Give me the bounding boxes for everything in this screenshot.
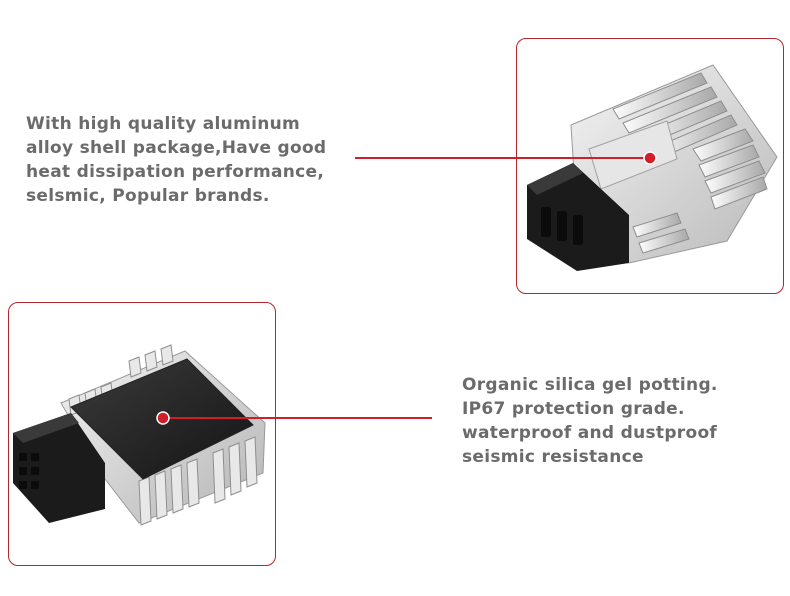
feature-line: waterproof and dustproof	[462, 423, 718, 443]
feature-line: IP67 protection grade.	[462, 399, 685, 419]
feature-line: selsmic, Popular brands.	[26, 186, 270, 206]
feature-line: With high quality aluminum	[26, 114, 301, 134]
feature-description-potting: Organic silica gel potting. IP67 protect…	[462, 373, 718, 469]
potted-converter-bottom-image	[13, 344, 266, 526]
feature-description-aluminum-shell: With high quality aluminum alloy shell p…	[26, 112, 326, 208]
feature-line: Organic silica gel potting.	[462, 375, 718, 395]
aluminum-converter-top-image	[527, 64, 778, 271]
feature-line: heat dissipation performance,	[26, 162, 325, 182]
feature-line: seismic resistance	[462, 447, 644, 467]
product-image-frame-bottom	[8, 302, 276, 566]
product-image-frame-top	[516, 38, 784, 294]
feature-line: alloy shell package,Have good	[26, 138, 327, 158]
